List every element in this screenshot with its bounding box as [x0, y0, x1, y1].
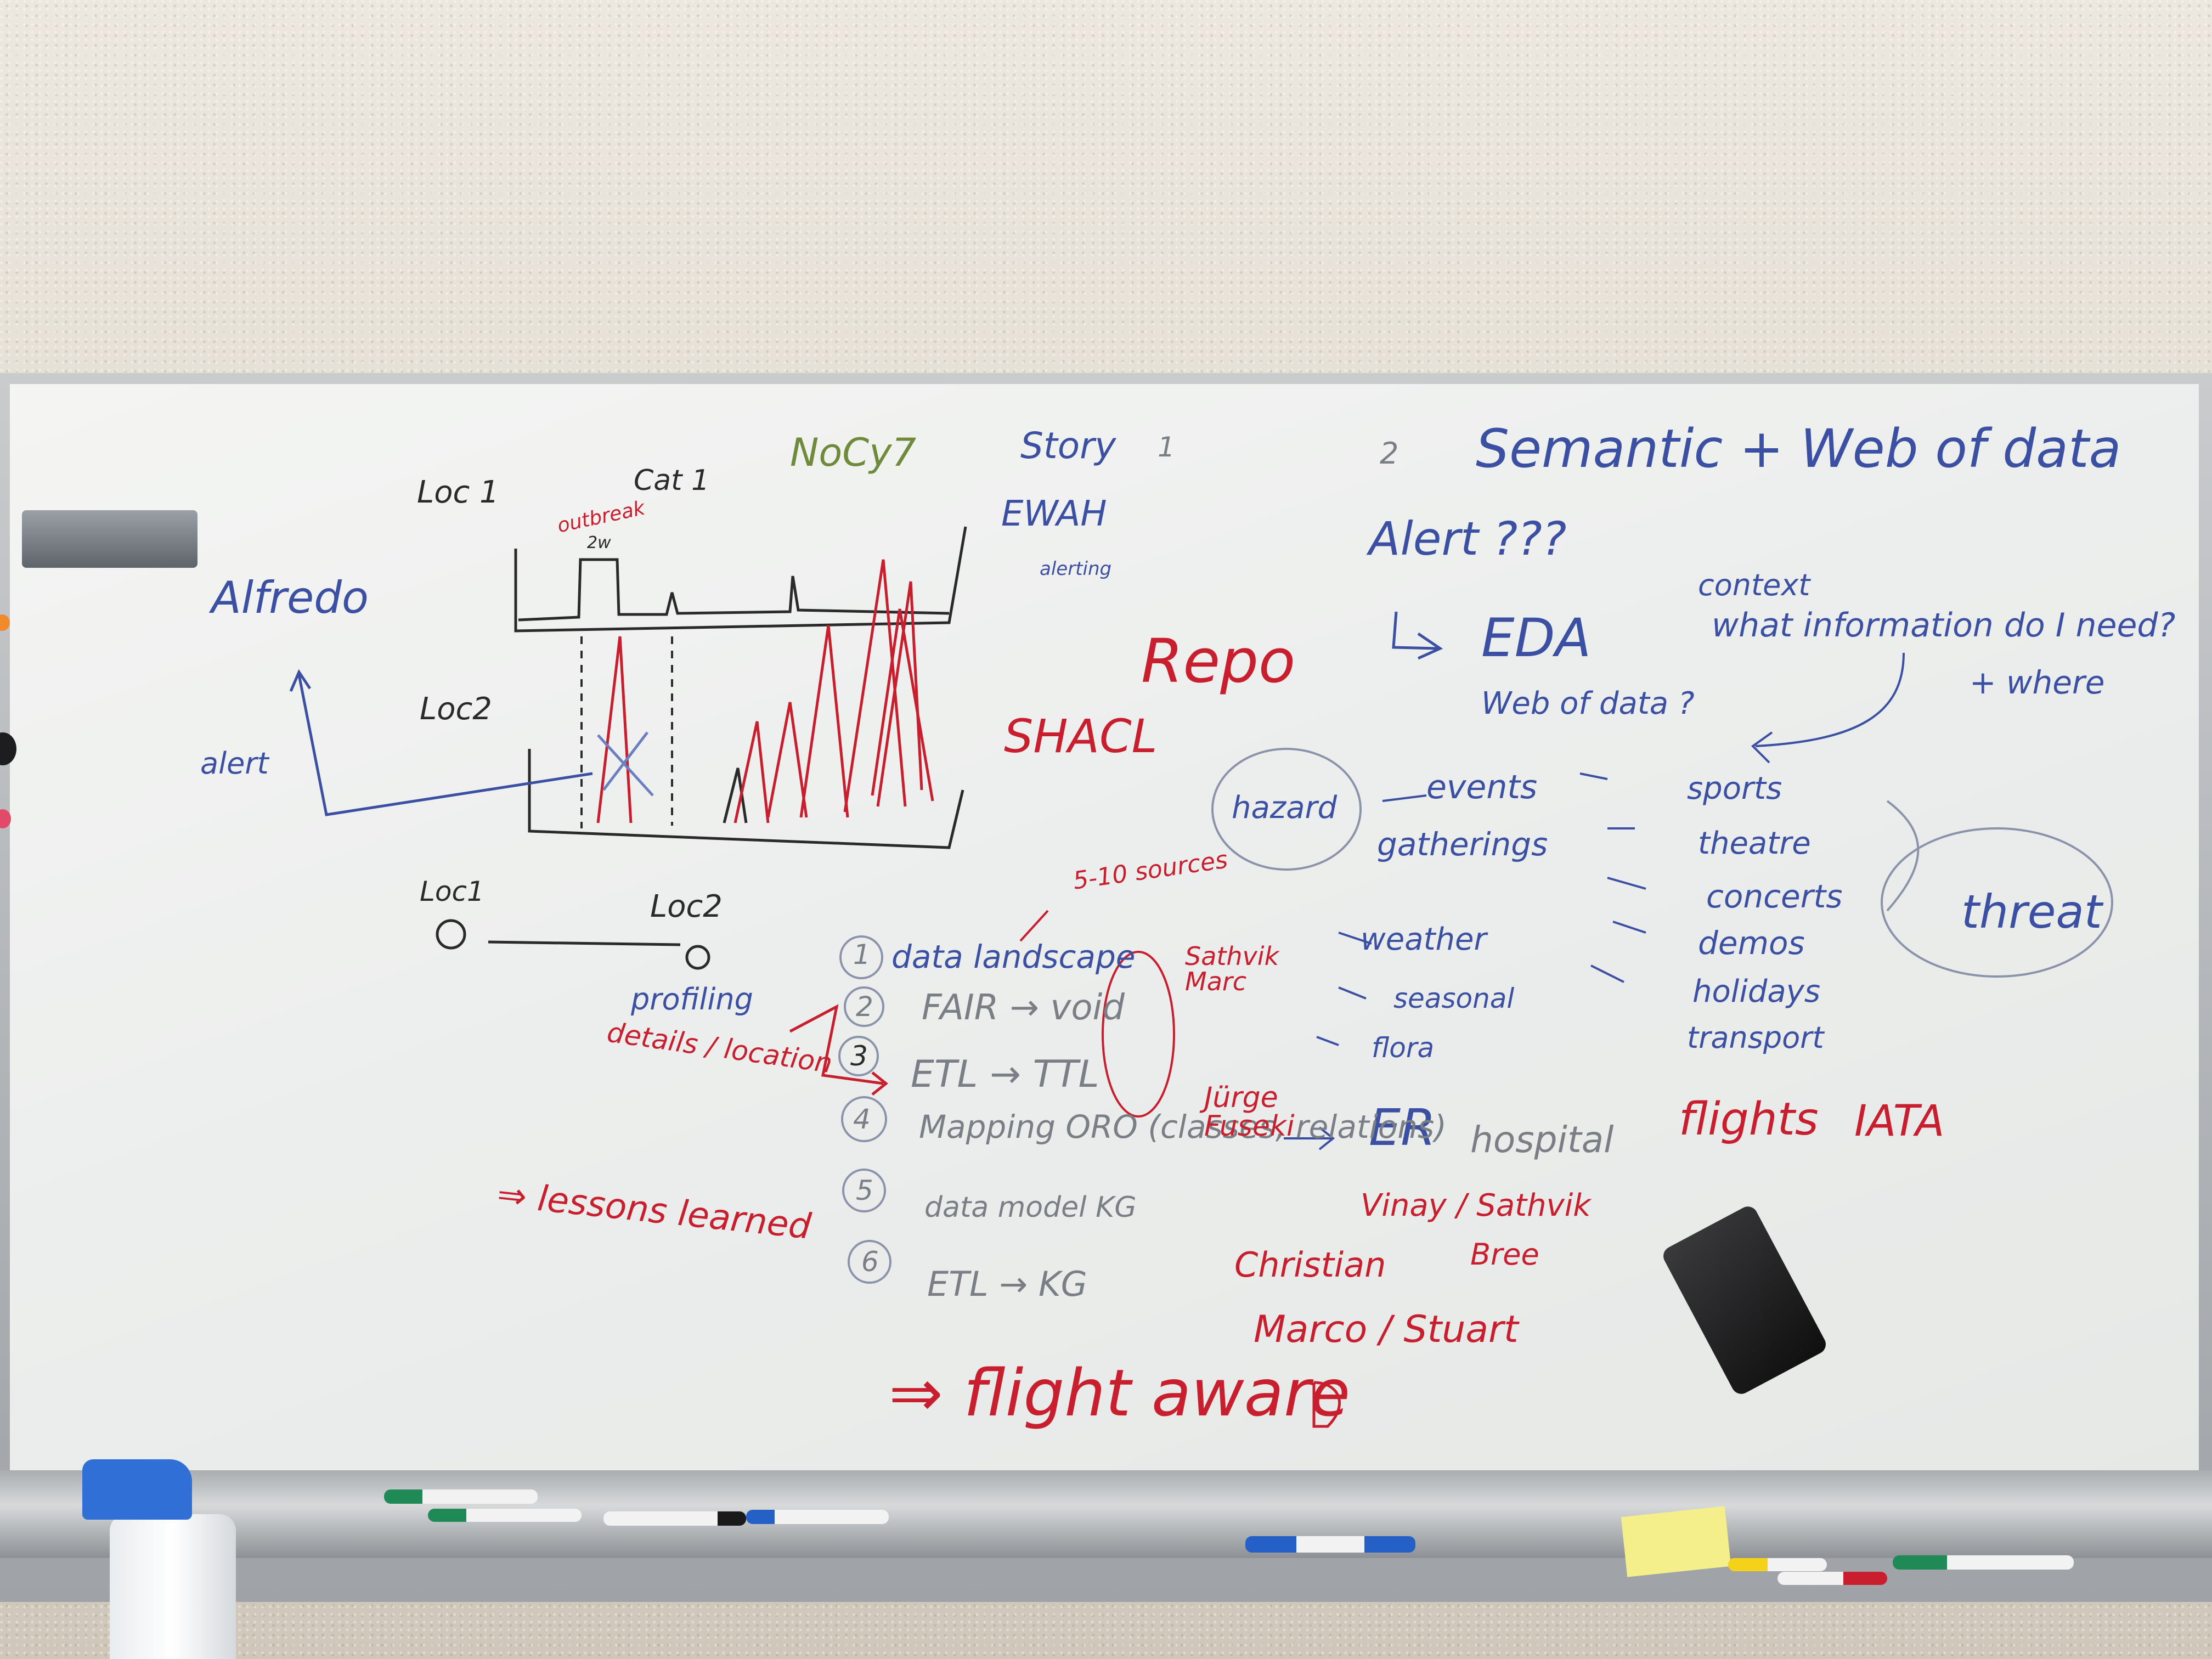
hazard-ellipse	[1211, 748, 1362, 871]
marker-tray	[0, 1470, 2212, 1558]
marker-blue[interactable]	[746, 1510, 889, 1524]
marker-blue-2[interactable]	[1245, 1536, 1415, 1553]
magnet-bar	[22, 510, 198, 568]
spray-bottle[interactable]	[110, 1514, 236, 1659]
step-data-model-kg: data model KG	[924, 1191, 1137, 1224]
sticky-note[interactable]	[1621, 1506, 1731, 1577]
weather-label: weather	[1361, 922, 1487, 957]
context-label: context	[1698, 568, 1810, 602]
duration-label: 2w	[587, 533, 611, 552]
list-item-holidays: holidays	[1692, 974, 1821, 1009]
loc1-bottom-label: Loc1	[420, 876, 484, 907]
alerting-label: alerting	[1040, 558, 1112, 580]
threat-ellipse	[1881, 827, 2113, 978]
step-etl-ttl: ETL → TTL	[911, 1053, 1099, 1096]
events-label: events	[1426, 768, 1538, 806]
repo-label: Repo	[1141, 626, 1296, 696]
list-item-demos: demos	[1698, 924, 1805, 962]
vinay-sathvik-label: Vinay / Sathvik	[1361, 1188, 1591, 1223]
eda-arrow	[1392, 611, 1443, 660]
loc2-label: Loc2	[420, 691, 492, 727]
hazard-label: hazard	[1232, 790, 1338, 826]
step-number-4: 4	[853, 1103, 871, 1135]
step-number-1: 1	[853, 939, 871, 970]
list-item-theatre: theatre	[1698, 826, 1811, 861]
flag-mark	[1312, 1381, 1341, 1428]
list-item-transport: transport	[1687, 1020, 1824, 1055]
seasonal-label: seasonal	[1393, 983, 1515, 1014]
flights-label: flights	[1679, 1093, 1819, 1146]
marker-green-3[interactable]	[1893, 1555, 2074, 1570]
story-label: Story	[1020, 425, 1116, 467]
hazard-arrows	[1316, 772, 1646, 1046]
threat-connector	[1886, 800, 1920, 912]
magnet-orange	[0, 614, 10, 631]
where-label: + where	[1970, 664, 2105, 701]
step-etl-kg: ETL → KG	[927, 1264, 1087, 1304]
sathvik-marc-label: Sathvik Marc	[1185, 941, 1279, 996]
loc1-label: Loc 1	[417, 475, 499, 510]
alert-question-label: Alert ???	[1369, 512, 1567, 566]
context-curve	[1751, 652, 1905, 764]
section-number-2: 2	[1380, 436, 1399, 471]
juerge-fuseki-label: Jürge Fuseki	[1204, 1081, 1295, 1143]
christian-label: Christian	[1234, 1245, 1386, 1285]
list-number-circles	[838, 935, 891, 1284]
void-ellipse	[1102, 951, 1175, 1118]
step-number-6: 6	[861, 1246, 879, 1278]
iata-label: IATA	[1854, 1097, 1945, 1146]
list-item-concerts: concerts	[1706, 878, 1843, 915]
spray-nozzle	[82, 1459, 192, 1520]
alfredo-label: Alfredo	[211, 572, 369, 623]
step-mapping-oro: Mapping ORO (classes, relations)	[919, 1108, 1447, 1146]
marker-green-2[interactable]	[428, 1509, 582, 1522]
marker-red[interactable]	[1778, 1572, 1887, 1585]
story-number: 1	[1158, 431, 1175, 463]
magnet-red	[0, 809, 11, 828]
sources-arrow	[1019, 910, 1049, 942]
ewah-label: EWAH	[1001, 494, 1107, 534]
er-label: ER	[1369, 1098, 1436, 1157]
flight-aware-label: ⇒ flight aware	[889, 1355, 1351, 1431]
loc2-bottom-label: Loc2	[650, 889, 723, 924]
list-item-sports: sports	[1687, 771, 1782, 806]
marco-stuart-label: Marco / Stuart	[1254, 1308, 1519, 1351]
what-information-label: what information do I need?	[1712, 606, 2176, 645]
fuseki-arrow	[1284, 1126, 1335, 1150]
cat1-label: Cat 1	[634, 464, 710, 497]
dashed-markers	[580, 636, 673, 828]
red-peaks	[596, 559, 934, 823]
eda-label: EDA	[1481, 607, 1592, 669]
threat-label: threat	[1961, 885, 2102, 939]
web-of-data-label: Web of data ?	[1481, 686, 1695, 721]
gatherings-label: gatherings	[1377, 826, 1548, 863]
alert-left-label: alert	[200, 746, 269, 781]
marker-yellow[interactable]	[1728, 1558, 1827, 1571]
nocyj-label: NoCy7	[790, 430, 917, 475]
location-arrow	[436, 919, 710, 970]
marker-green-1[interactable]	[384, 1489, 538, 1504]
alert-arrow	[289, 669, 593, 816]
bottom-chart	[528, 749, 964, 849]
top-chart	[514, 526, 967, 633]
step-number-2: 2	[856, 991, 873, 1023]
step-data-landscape: data landscape	[891, 938, 1136, 975]
step-number-3: 3	[850, 1040, 868, 1072]
flora-label: flora	[1372, 1032, 1435, 1064]
shacl-label: SHACL	[1004, 709, 1158, 763]
hospital-label: hospital	[1470, 1119, 1614, 1161]
blue-cross	[597, 731, 654, 797]
marker-black[interactable]	[603, 1511, 746, 1526]
profiling-arrow	[789, 1004, 889, 1096]
whiteboard-surface	[10, 384, 2199, 1542]
step-fair-void: FAIR → void	[922, 988, 1125, 1028]
profiling-label: profiling	[631, 982, 753, 1017]
step-number-5: 5	[856, 1175, 873, 1206]
bree-label: Bree	[1470, 1237, 1539, 1272]
semantic-web-title: Semantic + Web of data	[1476, 418, 2121, 479]
